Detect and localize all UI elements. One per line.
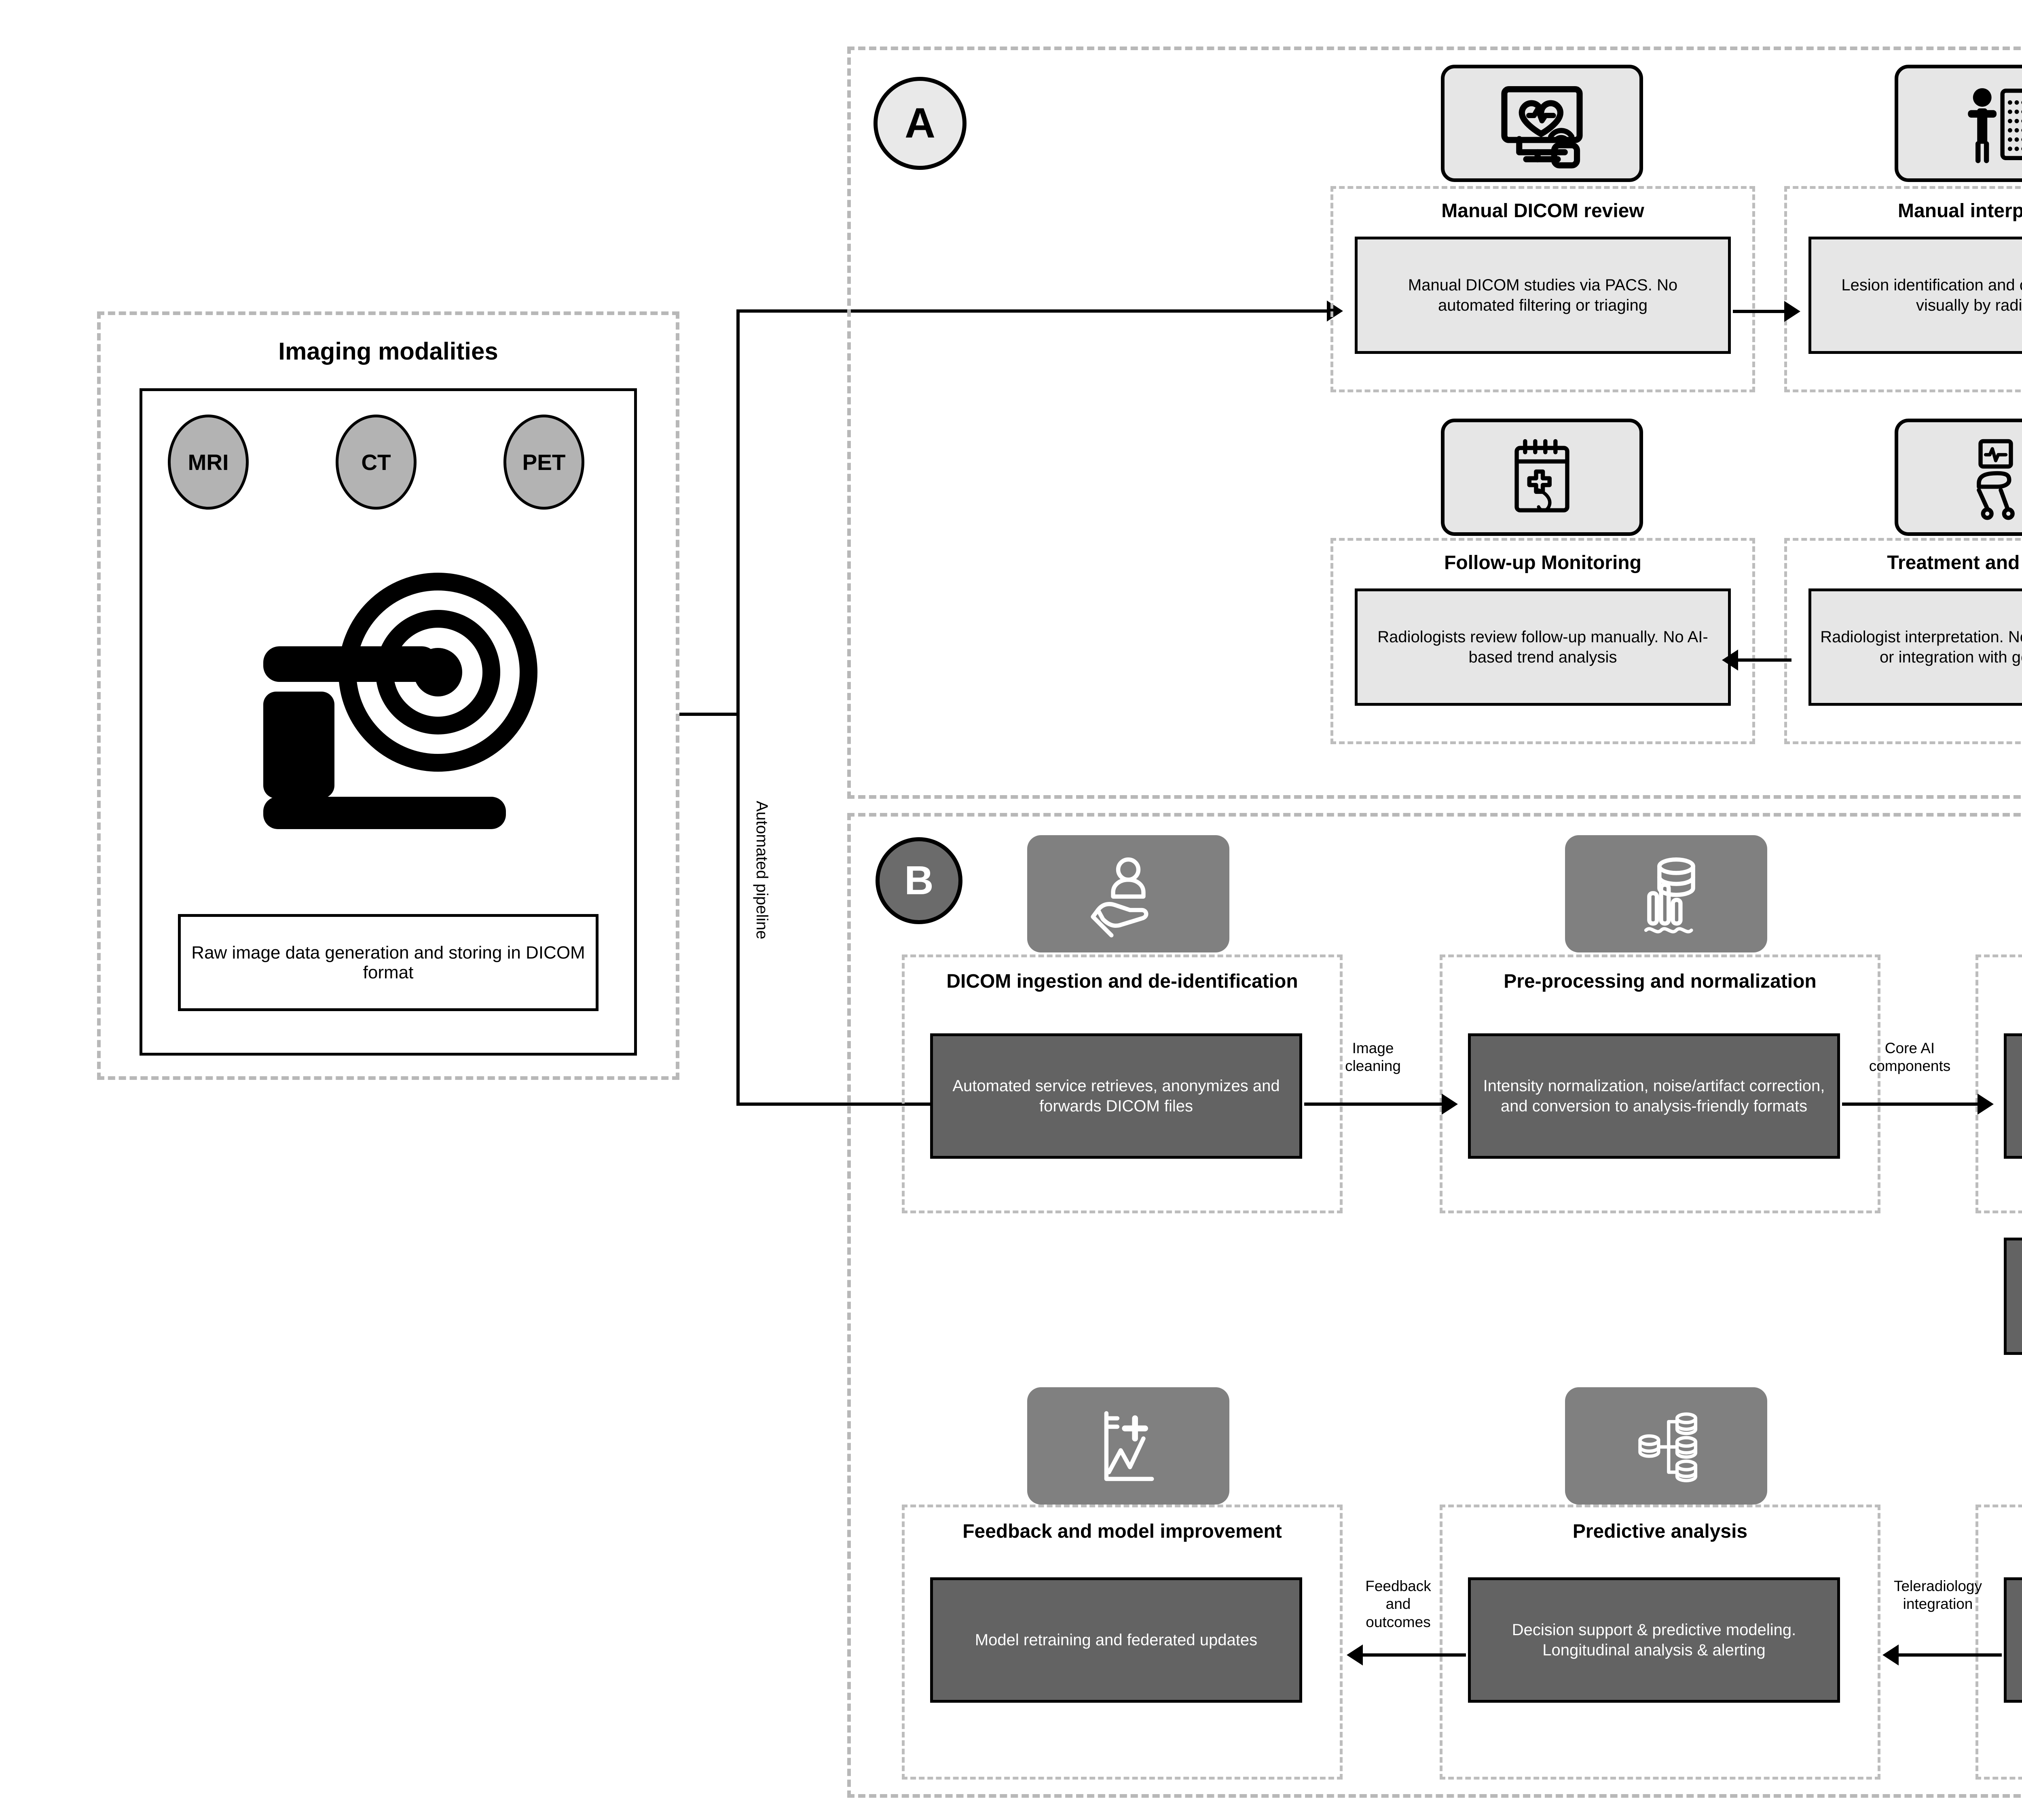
branch-to-section-a-arrowhead: [1327, 301, 1343, 322]
step-body-manual-interpretation: Lesion identification and classification…: [1808, 237, 2022, 354]
arrow-a5-to-a4: [1738, 658, 1791, 662]
step-body-secure-access: Processed images and reports are stored …: [2004, 1577, 2022, 1703]
branch-label-automated-pipeline: Automated pipeline: [753, 801, 771, 940]
section-b-badge-label: B: [904, 858, 934, 903]
arrow-b6-to-b5: [1363, 1653, 1466, 1657]
section-a-badge: A: [874, 77, 967, 170]
edge-label-feedback-and-outcomes: Feedback and outcomes: [1365, 1578, 1431, 1630]
icon-tile-treatment-and-planning: [1895, 419, 2022, 536]
arrow-a5-to-a4-head: [1722, 650, 1738, 671]
step-cell-ai-inference-engine: [1975, 954, 2022, 1213]
imaging-modalities-dashed-panel: [97, 311, 679, 1080]
arrow-b1-to-b2: [1304, 1103, 1442, 1106]
step-cell-pre-processing: [1440, 954, 1880, 1213]
step-cell-dicom-ingestion: [902, 954, 1343, 1213]
step-body-feedback-model-improvement: Model retraining and federated updates: [930, 1577, 1302, 1703]
step-title-feedback-model-improvement: Feedback and model improvement: [962, 1521, 1282, 1542]
edge-label-core-ai-components: Core AI components: [1869, 1040, 1951, 1075]
step-cell-feedback-model-improvement: [902, 1505, 1343, 1780]
arrow-b7-to-b6: [1899, 1653, 2002, 1657]
arrow-a1-to-a2-head: [1784, 301, 1800, 322]
step-body-follow-up-monitoring: Radiologists review follow-up manually. …: [1355, 588, 1731, 706]
section-b-panel: [847, 813, 2022, 1798]
step-title-pre-processing: Pre-processing and normalization: [1504, 971, 1817, 992]
step-title-manual-dicom-review: Manual DICOM review: [1441, 200, 1644, 222]
imaging-modalities-title: Imaging modalities: [278, 338, 498, 365]
step-cell-manual-interpretation: [1784, 186, 2022, 392]
step-body-dicom-ingestion: Automated service retrieves, anonymizes …: [930, 1033, 1302, 1159]
modality-mri: MRI: [168, 415, 249, 510]
branch-trunk: [736, 309, 740, 1104]
icon-tile-pre-processing: [1565, 835, 1767, 952]
step-cell-follow-up-monitoring: [1330, 538, 1755, 744]
mri-scanner-icon: [241, 546, 564, 829]
step-body-treatment-and-planning: Radiologist interpretation. No predictiv…: [1808, 588, 2022, 706]
modality-pet: PET: [503, 415, 584, 510]
raw-image-output-label: Raw image data generation and storing in…: [191, 942, 585, 982]
arrow-a1-to-a2: [1733, 310, 1789, 313]
icon-tile-dicom-ingestion: [1027, 835, 1229, 952]
step-title-treatment-and-planning: Treatment and planning: [1887, 552, 2022, 574]
icon-tile-follow-up-monitoring: [1441, 419, 1643, 536]
step-cell-manual-dicom-review: [1330, 186, 1755, 392]
modality-pet-label: PET: [522, 449, 566, 475]
branch-to-section-a: [736, 309, 1327, 313]
modality-ct-label: CT: [361, 449, 391, 475]
arrow-b6-to-b5-head: [1347, 1644, 1363, 1666]
section-a-panel: [847, 47, 2022, 799]
icon-tile-feedback-model-improvement: [1027, 1387, 1229, 1505]
arrow-b7-to-b6-head: [1882, 1644, 1899, 1666]
edge-label-image-cleaning: Image cleaning: [1345, 1040, 1401, 1075]
step-body-ai-inference-engine: Tumor Detection Module, Segmentation Mod…: [2004, 1033, 2022, 1159]
arrow-b2-to-b3-head: [1978, 1094, 1994, 1115]
raw-image-output-box: Raw image data generation and storing in…: [178, 914, 599, 1011]
branch-stub: [679, 713, 738, 716]
modality-mri-label: MRI: [188, 449, 229, 475]
icon-tile-predictive-analysis: [1565, 1387, 1767, 1505]
step-title-secure-access: Secure access: [1975, 1521, 2022, 1543]
step-title-manual-interpretation: Manual interpretation: [1897, 200, 2022, 222]
arrow-b1-to-b2-head: [1442, 1094, 1458, 1115]
step-body-predictive-analysis: Decision support & predictive modeling. …: [1468, 1577, 1840, 1703]
icon-tile-manual-interpretation: [1895, 65, 2022, 182]
step-cell-treatment-and-planning: [1784, 538, 2022, 744]
step-body-pre-processing: Intensity normalization, noise/artifact …: [1468, 1033, 1840, 1159]
section-a-badge-label: A: [905, 99, 935, 147]
step-title-dicom-ingestion: DICOM ingestion and de-identification: [946, 971, 1298, 992]
step-cell-secure-access: [1975, 1505, 2022, 1780]
step-title-follow-up-monitoring: Follow-up Monitoring: [1444, 552, 1641, 574]
edge-label-teleradiology-integration: Teleradiology integration: [1893, 1578, 1982, 1613]
icon-tile-manual-dicom-review: [1441, 65, 1643, 182]
step-body-manual-dicom-review: Manual DICOM studies via PACS. No automa…: [1355, 237, 1731, 354]
step-cell-predictive-analysis: [1440, 1505, 1880, 1780]
step-title-ai-inference-engine: AI inference engine: [1975, 971, 2022, 993]
step-title-predictive-analysis: Predictive analysis: [1572, 1521, 1748, 1542]
section-b-badge: B: [876, 837, 962, 924]
step-sub-ai-inference-engine: Convolutional neural network (CNN). Visi…: [2004, 1238, 2022, 1355]
arrow-b2-to-b3: [1842, 1103, 1978, 1106]
modality-ct: CT: [336, 415, 417, 510]
